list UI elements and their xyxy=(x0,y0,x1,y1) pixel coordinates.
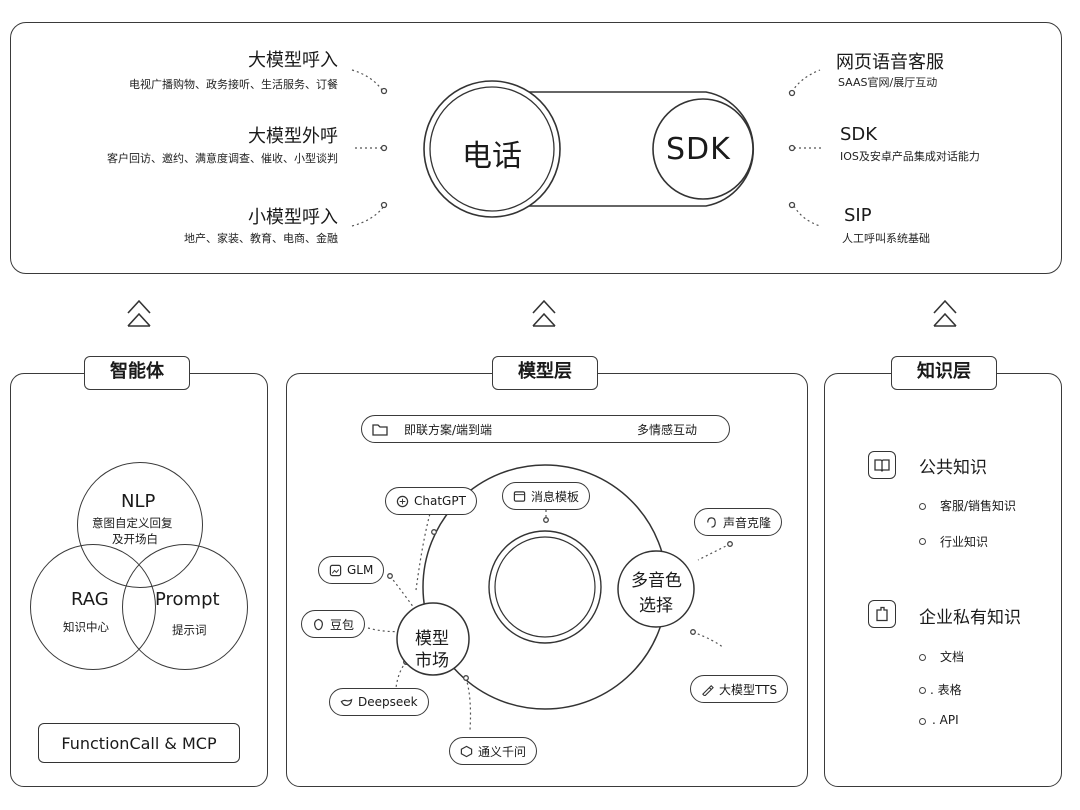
chatgpt-pill[interactable]: ChatGPT xyxy=(385,487,477,515)
private-item-3: . API xyxy=(932,713,959,727)
rag-title: RAG xyxy=(71,589,109,610)
left-item-desc-2: 客户回访、邀约、满意度调查、催收、小型谈判 xyxy=(107,152,338,165)
voice-label-2: 选择 xyxy=(639,596,673,616)
right-item-title-3: SIP xyxy=(844,205,872,226)
chatgpt-label: ChatGPT xyxy=(414,494,466,508)
right-item-title-2: SDK xyxy=(840,124,878,145)
up-arrow-icon xyxy=(933,299,957,327)
top-bar-right: 多情感互动 xyxy=(637,423,698,437)
sdk-label: SDK xyxy=(666,132,731,167)
doubao-icon xyxy=(314,618,323,630)
tts-pill[interactable]: 大模型TTS xyxy=(690,675,789,703)
doubao-label: 豆包 xyxy=(330,617,355,632)
private-knowledge-title: 企业私有知识 xyxy=(919,608,1021,628)
knowledge-header: 知识层 xyxy=(891,356,997,390)
doubao-pill[interactable]: 豆包 xyxy=(301,610,366,638)
tts-label: 大模型TTS xyxy=(719,682,778,697)
bullet xyxy=(919,718,926,725)
glm-label: GLM xyxy=(347,563,374,577)
glm-pill[interactable]: GLM xyxy=(318,556,385,584)
up-arrow-icon xyxy=(127,299,151,327)
left-item-title-2: 大模型外呼 xyxy=(248,126,338,147)
deepseek-label: Deepseek xyxy=(358,695,418,709)
left-item-desc-3: 地产、家装、教育、电商、金融 xyxy=(184,232,338,245)
knowledge-panel xyxy=(824,373,1062,787)
prompt-title: Prompt xyxy=(155,589,220,610)
bullet xyxy=(919,538,926,545)
tongyi-label: 通义千问 xyxy=(478,744,527,759)
rag-desc: 知识中心 xyxy=(63,620,109,634)
left-item-desc-1: 电视广播购物、政务接听、生活服务、订餐 xyxy=(129,78,338,91)
function-call-label: FunctionCall & MCP xyxy=(61,733,217,753)
prompt-desc: 提示词 xyxy=(172,623,207,637)
book-icon xyxy=(868,451,896,479)
tts-icon xyxy=(702,684,714,696)
clone-pill[interactable]: 声音克隆 xyxy=(694,508,783,536)
tongyi-pill[interactable]: 通义千问 xyxy=(449,737,538,765)
top-bar-left: 即联方案/端到端 xyxy=(404,423,493,437)
template-icon xyxy=(513,490,526,502)
tongyi-icon xyxy=(460,745,473,757)
nlp-desc-1: 意图自定义回复 xyxy=(92,516,173,530)
public-knowledge-title: 公共知识 xyxy=(919,458,987,478)
left-item-title-1: 大模型呼入 xyxy=(248,50,338,71)
voice-label-1: 多音色 xyxy=(631,571,682,591)
bullet xyxy=(919,503,926,510)
deepseek-icon xyxy=(340,698,353,706)
left-item-title-3: 小模型呼入 xyxy=(248,207,338,228)
public-item-2: 行业知识 xyxy=(940,535,989,549)
template-label: 消息模板 xyxy=(531,489,580,504)
right-item-title-1: 网页语音客服 xyxy=(836,52,944,73)
bullet xyxy=(919,654,926,661)
chatgpt-icon xyxy=(396,495,409,507)
template-pill[interactable]: 消息模板 xyxy=(502,482,591,510)
top-connectors xyxy=(351,69,822,227)
model-header: 模型层 xyxy=(492,356,598,390)
bullet xyxy=(919,687,926,694)
nlp-title: NLP xyxy=(121,491,156,512)
function-call-button[interactable]: FunctionCall & MCP xyxy=(38,723,240,763)
model-diagram xyxy=(367,464,733,731)
private-item-2: . 表格 xyxy=(930,683,962,697)
glm-icon xyxy=(329,564,342,576)
up-arrow-icon xyxy=(532,299,556,327)
nlp-desc-2: 及开场白 xyxy=(112,532,158,546)
market-label-2: 市场 xyxy=(415,651,449,671)
private-item-1: 文档 xyxy=(940,650,965,664)
agent-header: 智能体 xyxy=(84,356,190,390)
public-item-1: 客服/销售知识 xyxy=(940,499,1017,513)
document-icon xyxy=(868,600,896,628)
top-bar: 即联方案/端到端 多情感互动 xyxy=(361,415,730,443)
voice-clone-icon xyxy=(707,516,716,528)
market-label-1: 模型 xyxy=(415,629,449,649)
phone-label: 电话 xyxy=(462,139,522,174)
right-item-desc-3: 人工呼叫系统基础 xyxy=(842,232,930,245)
right-item-desc-1: SAAS官网/展厅互动 xyxy=(838,76,938,89)
prompt-circle xyxy=(122,544,248,670)
deepseek-pill[interactable]: Deepseek xyxy=(329,688,429,716)
folder-icon xyxy=(372,424,388,436)
clone-label: 声音克隆 xyxy=(723,515,772,530)
right-item-desc-2: IOS及安卓产品集成对话能力 xyxy=(840,150,980,163)
